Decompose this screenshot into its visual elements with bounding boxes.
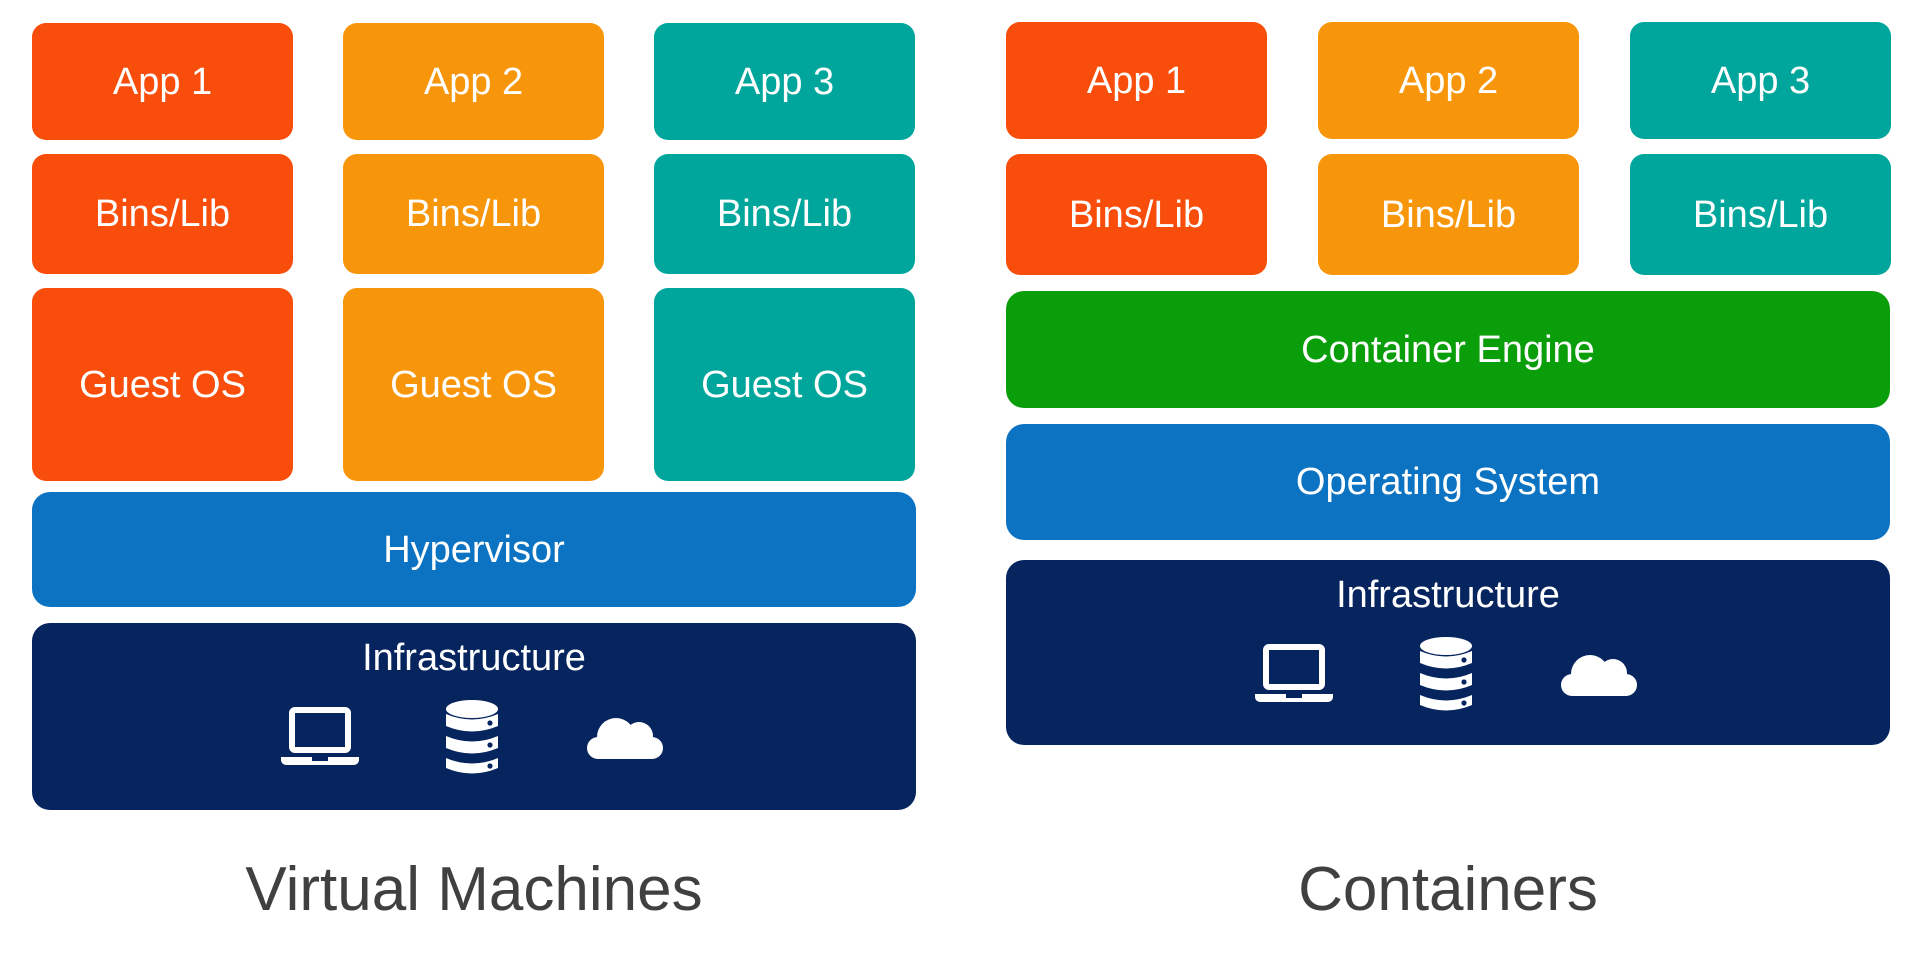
vm-app1-block: App 1 xyxy=(32,23,293,140)
container-bins3-block: Bins/Lib xyxy=(1630,154,1891,275)
container-infrastructure-block: Infrastructure xyxy=(1006,560,1890,745)
container-infrastructure-icons xyxy=(1253,636,1643,714)
vm-app2-block: App 2 xyxy=(343,23,604,140)
container-bins2-label: Bins/Lib xyxy=(1380,193,1517,236)
vm-bins2-label: Bins/Lib xyxy=(405,193,542,235)
hypervisor-block: Hypervisor xyxy=(32,492,916,607)
vm-app3-block: App 3 xyxy=(654,23,915,140)
container-engine-label: Container Engine xyxy=(1301,328,1595,371)
laptop-icon xyxy=(1255,644,1333,702)
container-app2-block: App 2 xyxy=(1318,22,1579,139)
operating-system-block: Operating System xyxy=(1006,424,1890,540)
vm-bins1-block: Bins/Lib xyxy=(32,154,293,274)
vm-guestos2-block: Guest OS xyxy=(343,288,604,481)
container-bins1-label: Bins/Lib xyxy=(1068,193,1205,236)
container-bins1-block: Bins/Lib xyxy=(1006,154,1267,275)
container-app3-block: App 3 xyxy=(1630,22,1891,139)
vm-guestos1-block: Guest OS xyxy=(32,288,293,481)
vm-infrastructure-icons xyxy=(279,699,669,777)
laptop-icon xyxy=(281,707,359,765)
cloud-icon xyxy=(1561,655,1637,696)
vm-guestos3-label: Guest OS xyxy=(701,363,868,406)
vm-infrastructure-label: Infrastructure xyxy=(362,637,586,679)
vm-infrastructure-block: Infrastructure xyxy=(32,623,916,810)
container-engine-block: Container Engine xyxy=(1006,291,1890,408)
vm-app2-label: App 2 xyxy=(423,60,524,103)
container-infrastructure-label: Infrastructure xyxy=(1336,574,1560,616)
vm-bins3-block: Bins/Lib xyxy=(654,154,915,274)
vm-guestos1-label: Guest OS xyxy=(79,363,246,406)
vm-bins2-block: Bins/Lib xyxy=(343,154,604,274)
container-bins2-block: Bins/Lib xyxy=(1318,154,1579,275)
database-icon xyxy=(446,700,498,774)
hypervisor-label: Hypervisor xyxy=(383,528,565,571)
cloud-icon xyxy=(587,718,663,759)
containers-title: Containers xyxy=(1298,855,1598,924)
container-app3-label: App 3 xyxy=(1710,59,1811,102)
database-icon xyxy=(1420,637,1472,711)
container-app1-block: App 1 xyxy=(1006,22,1267,139)
vm-guestos3-block: Guest OS xyxy=(654,288,915,481)
vm-app1-label: App 1 xyxy=(112,60,213,103)
vm-app3-label: App 3 xyxy=(734,60,835,103)
vm-bins1-label: Bins/Lib xyxy=(94,193,231,235)
container-app1-label: App 1 xyxy=(1086,59,1187,102)
vm-guestos2-label: Guest OS xyxy=(390,363,557,406)
container-bins3-label: Bins/Lib xyxy=(1692,193,1829,236)
operating-system-label: Operating System xyxy=(1295,461,1601,503)
container-app2-label: App 2 xyxy=(1398,59,1499,102)
vm-bins3-label: Bins/Lib xyxy=(716,193,853,235)
virtual-machines-title: Virtual Machines xyxy=(245,855,703,924)
